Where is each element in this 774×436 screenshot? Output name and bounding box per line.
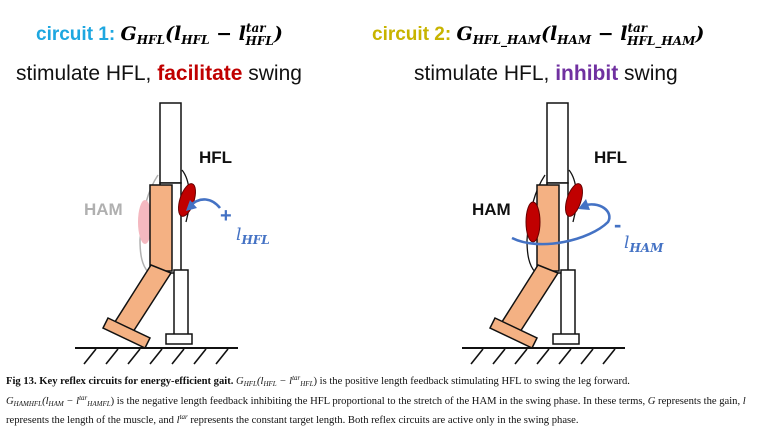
arrow-head-icon [578, 199, 590, 210]
stance-shank [173, 269, 189, 337]
trunk [159, 102, 182, 184]
ham-label: HAM [472, 200, 511, 219]
feedback-sign: + [220, 205, 232, 227]
ham-muscle-faded [138, 200, 152, 244]
trunk [546, 102, 569, 184]
arrow-head-icon [186, 200, 197, 211]
stance-foot [165, 333, 193, 345]
circuit2-subtitle: stimulate HFL, inhibit swing [414, 62, 678, 85]
circuit1-subtitle: stimulate HFL, facilitate swing [16, 62, 302, 85]
figure-caption: Fig 13. Key reflex circuits for energy-e… [6, 374, 746, 427]
hfl-label: HFL [594, 148, 627, 167]
circuit2-title-prefix: circuit 2: [372, 24, 456, 45]
ham-feedback-arrow [511, 203, 611, 246]
ham-label-faded: HAM [84, 200, 123, 219]
swing-foot [488, 317, 539, 349]
swing-thigh [149, 184, 173, 272]
facilitate-word: facilitate [157, 62, 242, 85]
circuit1-leg-figure: HFL HAM + lHFL [75, 102, 270, 365]
circuit1-title-prefix: circuit 1: [36, 24, 120, 45]
ground-hatching [83, 348, 229, 365]
circuit2-leg-figure: HFL HAM - lHAM [462, 102, 664, 365]
stance-foot [552, 333, 580, 345]
stance-shank [560, 269, 576, 337]
hfl-label: HFL [199, 148, 232, 167]
caption-fig-label: Fig 13. Key reflex circuits for energy-e… [6, 376, 234, 387]
inhibit-word: inhibit [555, 62, 618, 85]
feedback-sign: - [614, 212, 621, 237]
swing-thigh [536, 184, 560, 272]
feedback-term: lHAM [624, 233, 664, 255]
ground-hatching [470, 348, 616, 365]
ham-muscle [525, 201, 541, 243]
feedback-term: lHFL [236, 225, 270, 247]
hfl-muscle [565, 183, 583, 217]
swing-foot [101, 317, 152, 349]
